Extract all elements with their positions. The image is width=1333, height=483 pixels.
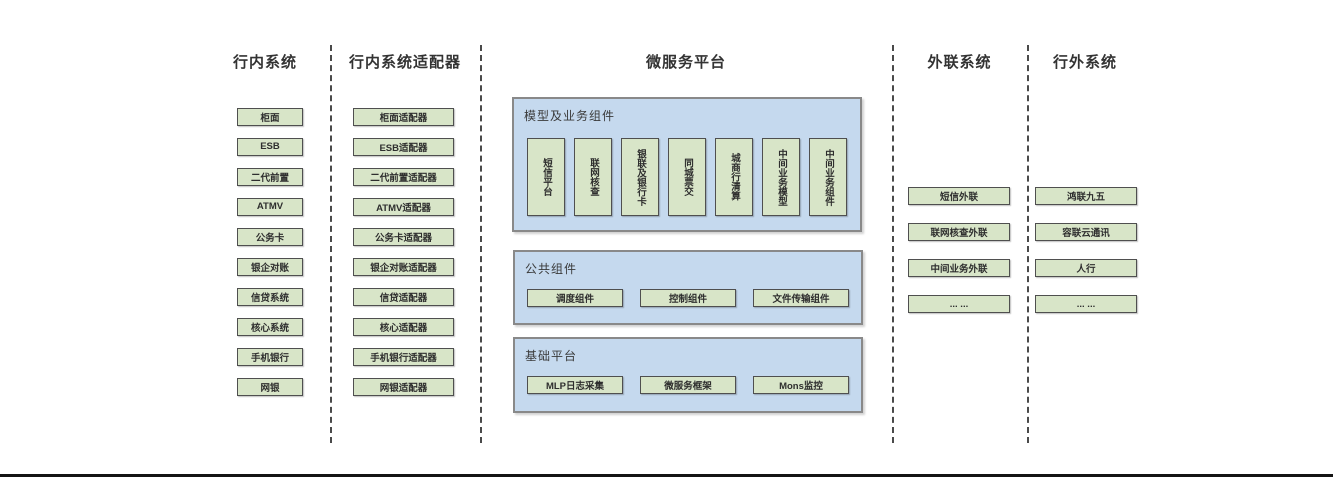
outreach-system-box: 中间业务外联 <box>908 259 1010 277</box>
dashed-separator-1 <box>330 45 332 443</box>
external-system-box: 人行 <box>1035 259 1137 277</box>
panel-base-platform: 基础平台 MLP日志采集微服务框架 Mons监控 <box>513 337 863 413</box>
base-platform-component-box: Mons监控 <box>753 376 849 394</box>
header-inbank-adapters: 行内系统适配器 <box>348 54 461 71</box>
inbank-system-box: ATMV <box>237 198 303 216</box>
external-system-box: ... ... <box>1035 295 1137 313</box>
external-systems-list: 鸿联九五容联云通讯人行 ... ... <box>1035 187 1137 313</box>
adapter-box: 二代前置适配器 <box>353 168 454 186</box>
adapter-box: 柜面适配器 <box>353 108 454 126</box>
dashed-separator-4 <box>1027 45 1029 443</box>
external-system-box: 容联云通讯 <box>1035 223 1137 241</box>
base-platform-component-box: MLP日志采集 <box>527 376 623 394</box>
adapter-box: 核心适配器 <box>353 318 454 336</box>
inbank-system-box: ESB <box>237 138 303 156</box>
model-business-component-box: 银联及银行卡 <box>621 138 659 216</box>
header-microservice-platform: 微服务平台 <box>645 54 726 71</box>
base-platform-components-list: MLP日志采集微服务框架 Mons监控 <box>527 376 849 394</box>
inbank-adapters-list: 柜面适配器 ESB适配器二代前置适配器 ATMV适配器公务卡适配器银企对账适配器信贷… <box>353 108 454 396</box>
model-business-component-box: 短信平台 <box>527 138 565 216</box>
header-inbank-systems: 行内系统 <box>232 54 297 71</box>
inbank-system-box: 核心系统 <box>237 318 303 336</box>
panel-common-components: 公共组件 调度组件控制组件文件传输组件 <box>513 250 863 325</box>
outreach-system-box: 联网核查外联 <box>908 223 1010 241</box>
model-business-component-box: 中间业务模型 <box>762 138 800 216</box>
panel-model-business-label: 模型及业务组件 <box>524 109 616 123</box>
dashed-separator-3 <box>892 45 894 443</box>
external-system-box: 鸿联九五 <box>1035 187 1137 205</box>
header-outreach-systems: 外联系统 <box>927 54 992 71</box>
model-business-component-box: 联网核查 <box>574 138 612 216</box>
common-components-list: 调度组件控制组件文件传输组件 <box>527 289 849 307</box>
panel-common-label: 公共组件 <box>525 262 578 276</box>
adapter-box: 网银适配器 <box>353 378 454 396</box>
common-component-box: 控制组件 <box>640 289 736 307</box>
outreach-system-box: ... ... <box>908 295 1010 313</box>
common-component-box: 调度组件 <box>527 289 623 307</box>
panel-base-platform-label: 基础平台 <box>525 349 578 363</box>
adapter-box: ESB适配器 <box>353 138 454 156</box>
inbank-system-box: 柜面 <box>237 108 303 126</box>
inbank-system-box: 银企对账 <box>237 258 303 276</box>
inbank-systems-list: 柜面 ESB 二代前置 ATMV 公务卡银企对账信贷系统核心系统手机银行网银 <box>237 108 303 396</box>
model-business-component-box: 同城票交 <box>668 138 706 216</box>
base-platform-component-box: 微服务框架 <box>640 376 736 394</box>
adapter-box: 手机银行适配器 <box>353 348 454 366</box>
outreach-system-box: 短信外联 <box>908 187 1010 205</box>
adapter-box: ATMV适配器 <box>353 198 454 216</box>
adapter-box: 公务卡适配器 <box>353 228 454 246</box>
dashed-separator-2 <box>480 45 482 443</box>
panel-model-business-components: 模型及业务组件 短信平台联网核查银联及银行卡同城票交城商行清算中间业务模型中间业… <box>512 97 862 232</box>
bottom-rule <box>0 474 1333 477</box>
model-business-component-box: 城商行清算 <box>715 138 753 216</box>
common-component-box: 文件传输组件 <box>753 289 849 307</box>
inbank-system-box: 网银 <box>237 378 303 396</box>
model-business-components-list: 短信平台联网核查银联及银行卡同城票交城商行清算中间业务模型中间业务组件 <box>527 138 847 216</box>
model-business-component-box: 中间业务组件 <box>809 138 847 216</box>
adapter-box: 信贷适配器 <box>353 288 454 306</box>
inbank-system-box: 二代前置 <box>237 168 303 186</box>
header-external-systems: 行外系统 <box>1052 54 1117 71</box>
inbank-system-box: 信贷系统 <box>237 288 303 306</box>
inbank-system-box: 公务卡 <box>237 228 303 246</box>
adapter-box: 银企对账适配器 <box>353 258 454 276</box>
inbank-system-box: 手机银行 <box>237 348 303 366</box>
outreach-systems-list: 短信外联联网核查外联中间业务外联 ... ... <box>908 187 1010 313</box>
